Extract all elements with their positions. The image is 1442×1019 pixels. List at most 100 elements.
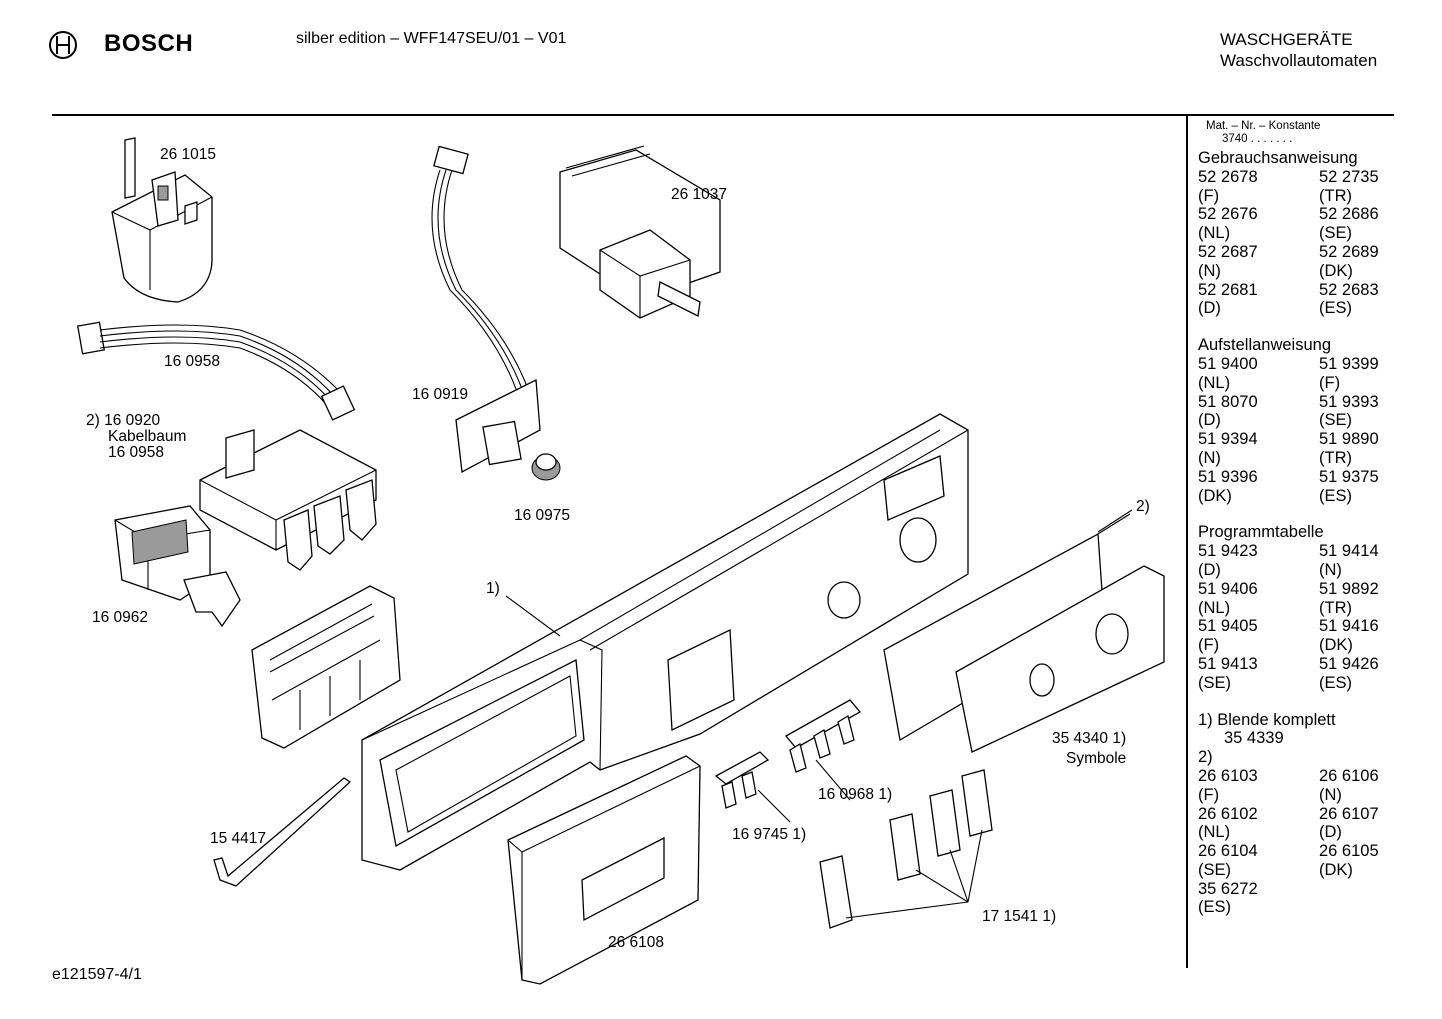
sidebar-cell: (DK) [1319, 261, 1353, 280]
sidebar-cell: (SE) [1319, 224, 1352, 243]
sidebar-cell: (F) [1198, 785, 1220, 804]
sidebar-cell: 51 9892 [1319, 579, 1379, 598]
sidebar-cell: (F) [1198, 636, 1220, 655]
footer-ref: e121597-4/1 [52, 966, 142, 983]
part-cable-long-drawing [431, 145, 541, 474]
label-note-1: 1) [486, 580, 500, 597]
label-part-261037: 26 1037 [671, 186, 728, 203]
label-symbole: Symbole [1066, 750, 1127, 767]
sidebar-cell: (TR) [1319, 448, 1352, 467]
sidebar-cell: (D) [1198, 411, 1221, 430]
sidebar-cell: 26 6106 [1319, 766, 1379, 785]
label-part-160962: 16 0962 [92, 609, 149, 626]
note1-value: 35 4339 [1224, 729, 1284, 748]
sidebar-cell: 52 2689 [1319, 242, 1379, 261]
sidebar-cell: 51 9393 [1319, 392, 1379, 411]
part-connector-block-drawing [114, 505, 241, 628]
sidebar-cell: 26 6105 [1319, 842, 1379, 861]
sidebar-cell: (NL) [1198, 373, 1231, 392]
sidebar-cell: (ES) [1319, 486, 1352, 505]
sidebar-cell: (TR) [1319, 598, 1352, 617]
label-part-169745: 16 9745 1) [732, 826, 807, 843]
sidebar-cell: 51 9396 [1198, 467, 1258, 486]
sidebar-cell: 26 6107 [1319, 804, 1379, 823]
part-main-panel-drawing [361, 413, 969, 871]
category-title: WASCHGERÄTE [1220, 30, 1353, 49]
sidebar-cell: 52 2686 [1319, 205, 1379, 224]
sidebar-cell: (D) [1319, 823, 1342, 842]
sidebar-cell: (SE) [1198, 673, 1231, 692]
sidebar-cell: 51 9399 [1319, 354, 1379, 373]
model-title: silber edition – WFF147SEU/01 – V01 [296, 30, 567, 47]
sidebar-cell: 51 9394 [1198, 430, 1258, 449]
mat-nr-value: 3740 . . . . . . . [1222, 133, 1293, 145]
sidebar-cell: (D) [1198, 299, 1221, 318]
sidebar-cell: (ES) [1319, 673, 1352, 692]
sidebar-cell: 35 6272 [1198, 879, 1258, 898]
part-clips-drawing [714, 699, 861, 823]
sidebar-cell: (N) [1198, 261, 1221, 280]
note1-title: 1) Blende komplett [1198, 710, 1336, 729]
sidebar-cell: (N) [1319, 560, 1342, 579]
label-part-266108: 26 6108 [608, 934, 665, 951]
label-part-261015: 26 1015 [160, 146, 217, 163]
brand-name: BOSCH [104, 30, 194, 57]
sidebar-cell: (DK) [1319, 636, 1353, 655]
sidebar-cell: (D) [1198, 560, 1221, 579]
sidebar-cell: (SE) [1319, 411, 1352, 430]
sidebar-cell: 51 9890 [1319, 430, 1379, 449]
label-part-160975: 16 0975 [514, 507, 571, 524]
sidebar-cell: 52 2687 [1198, 242, 1258, 261]
parts-sidebar: Mat. – Nr. – Konstante 3740 . . . . . . … [1198, 120, 1398, 917]
sidebar-cell: 26 6104 [1198, 842, 1258, 861]
label-part-154417: 15 4417 [210, 830, 267, 847]
sidebar-cell: 51 9405 [1198, 617, 1258, 636]
sidebar-cell: 51 9414 [1319, 542, 1379, 561]
mat-nr-label: Mat. – Nr. – Konstante [1206, 120, 1321, 132]
sidebar-cell: (TR) [1319, 186, 1352, 205]
label-kabelbaum: Kabelbaum [108, 428, 187, 445]
part-plates-drawing [883, 513, 1165, 753]
label-part-160958: 16 0958 [164, 353, 221, 370]
sidebar-cell: 51 9426 [1319, 654, 1379, 673]
exploded-parts-drawing [76, 137, 1165, 985]
sidebar-cell: 51 9406 [1198, 579, 1258, 598]
sidebar-cell: (NL) [1198, 224, 1231, 243]
sidebar-cell: (DK) [1319, 860, 1353, 879]
programm-title: Programmtabelle [1198, 523, 1324, 542]
sidebar-cell: (SE) [1198, 860, 1231, 879]
bosch-logo-icon [49, 31, 77, 59]
sidebar-cell: (NL) [1198, 823, 1231, 842]
part-control-board-drawing [559, 145, 721, 319]
sidebar-cell: (F) [1198, 186, 1220, 205]
aufstell-title: Aufstellanweisung [1198, 336, 1331, 355]
sidebar-cell: 51 9413 [1198, 654, 1258, 673]
label-note-2: 2) [1136, 498, 1150, 515]
sidebar-cell: 52 2735 [1319, 167, 1379, 186]
sidebar-cell: (ES) [1198, 898, 1231, 917]
part-rod-drawing [213, 777, 352, 887]
label-part-171541: 17 1541 1) [982, 908, 1057, 925]
label-part-160919: 16 0919 [412, 386, 469, 403]
sidebar-cell [1319, 898, 1399, 917]
part-relay-drawing [111, 137, 213, 303]
part-bracket-frame-drawing [251, 585, 401, 749]
note2-title: 2) [1198, 748, 1213, 767]
label-part-354340: 35 4340 1) [1052, 730, 1127, 747]
subcategory-title: Waschvollautomaten [1220, 51, 1378, 70]
sidebar-cell: (N) [1198, 448, 1221, 467]
part-harness-module-drawing [199, 429, 377, 571]
sidebar-cell: 52 2678 [1198, 167, 1258, 186]
part-drawer-front-drawing [507, 755, 701, 985]
header-divider [52, 114, 1394, 116]
label-part-160958-b: 16 0958 [108, 444, 165, 461]
sidebar-cell: 51 9375 [1319, 467, 1379, 486]
gebrauch-title: Gebrauchsanweisung [1198, 149, 1358, 167]
sidebar-cell: 51 8070 [1198, 392, 1258, 411]
sidebar-cell: (F) [1319, 373, 1341, 392]
sidebar-divider [1186, 116, 1188, 968]
sidebar-cell: 26 6103 [1198, 766, 1258, 785]
part-buttons-drawing [819, 769, 993, 929]
